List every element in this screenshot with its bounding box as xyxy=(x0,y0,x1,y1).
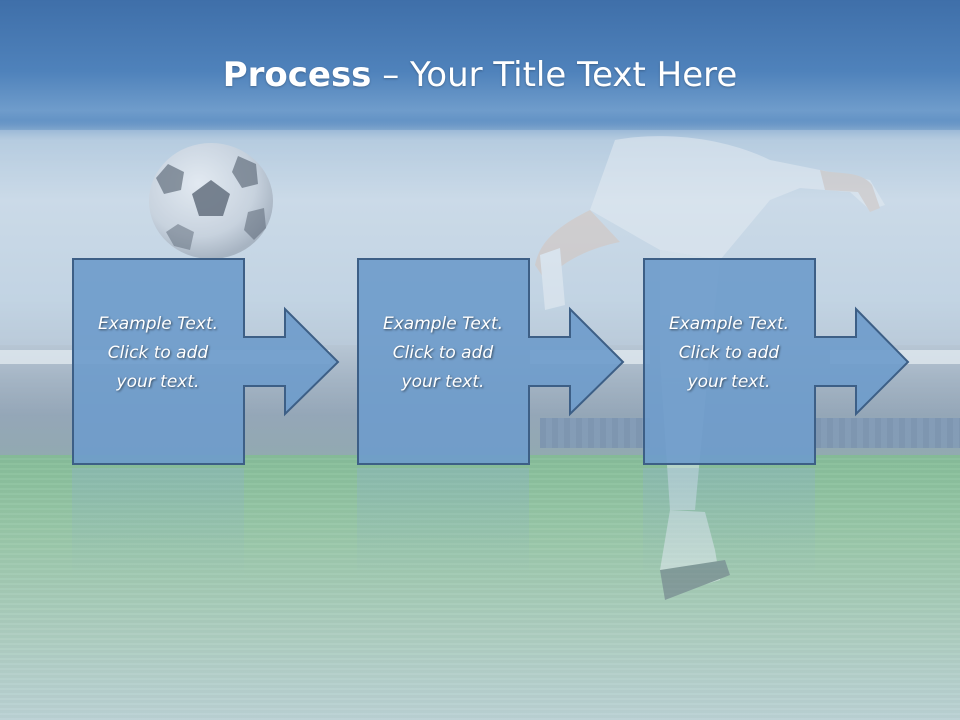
step-2-line-2: Click to add xyxy=(392,343,494,363)
slide-title[interactable]: Process – Your Title Text Here xyxy=(0,50,960,100)
step-2-text: Example Text. Click to add your text. xyxy=(357,310,529,397)
title-rest: – Your Title Text Here xyxy=(371,55,738,95)
step-1-line-3: your text. xyxy=(116,372,200,392)
stadium-seats-right xyxy=(815,418,960,448)
process-step-1[interactable]: Example Text. Click to add your text. xyxy=(72,258,340,465)
step-2-line-1: Example Text. xyxy=(382,314,504,334)
step-3-line-2: Click to add xyxy=(678,343,780,363)
step-2-reflection xyxy=(357,468,529,578)
step-1-text: Example Text. Click to add your text. xyxy=(72,310,244,397)
step-3-line-1: Example Text. xyxy=(668,314,790,334)
stadium-seats-mid xyxy=(540,418,650,448)
arrow-box-shape xyxy=(72,258,340,465)
title-bold: Process xyxy=(222,55,372,95)
step-2-line-3: your text. xyxy=(401,372,485,392)
step-3-line-3: your text. xyxy=(687,372,771,392)
grass-pitch xyxy=(0,455,960,720)
step-1-line-1: Example Text. xyxy=(97,314,219,334)
process-step-3[interactable]: Example Text. Click to add your text. xyxy=(643,258,910,465)
arrow-box-shape xyxy=(357,258,625,465)
process-step-2[interactable]: Example Text. Click to add your text. xyxy=(357,258,625,465)
step-3-text: Example Text. Click to add your text. xyxy=(643,310,815,397)
step-1-reflection xyxy=(72,468,244,578)
header-band xyxy=(0,0,960,130)
soccer-ball-icon xyxy=(149,143,273,259)
step-3-reflection xyxy=(643,468,815,578)
step-1-line-2: Click to add xyxy=(107,343,209,363)
arrow-box-shape xyxy=(643,258,910,465)
